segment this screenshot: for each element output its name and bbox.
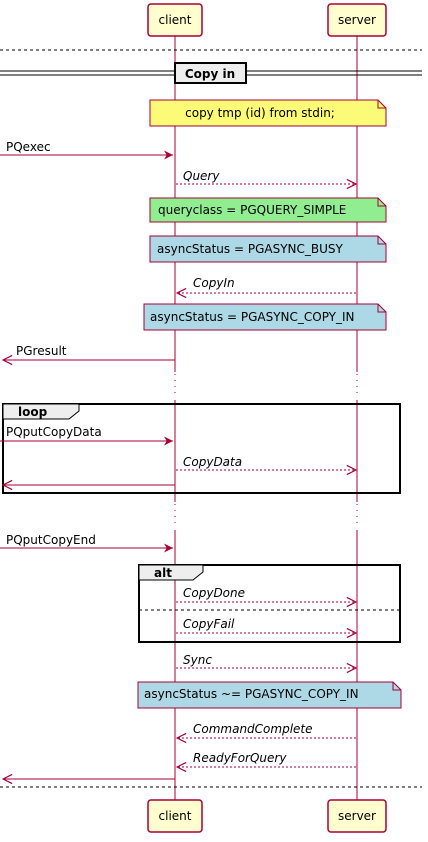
note-copy-sql-text: copy tmp (id) from stdin; xyxy=(185,106,335,120)
message-readyforquery-label: ReadyForQuery xyxy=(193,751,287,765)
participant-server-label: server xyxy=(338,13,376,27)
message-pqputcopydata-label: PQputCopyData xyxy=(6,425,102,439)
message-pgresult: PGresult xyxy=(3,344,175,360)
message-pqputcopyend: PQputCopyEnd xyxy=(0,533,173,553)
note-async-busy-text: asyncStatus = PGASYNC_BUSY xyxy=(157,242,344,256)
participant-client-top: client xyxy=(147,3,203,37)
message-copydata: CopyData xyxy=(176,455,356,470)
message-commandcomplete-label: CommandComplete xyxy=(193,722,313,736)
participant-server-top: server xyxy=(327,3,387,37)
fragment-loop: loop xyxy=(2,403,401,494)
message-sync: Sync xyxy=(176,653,356,668)
participant-client-bottom: client xyxy=(147,799,203,833)
message-pqexec: PQexec xyxy=(0,140,173,160)
message-pqputcopyend-label: PQputCopyEnd xyxy=(6,533,96,547)
note-copy-sql: copy tmp (id) from stdin; xyxy=(149,99,387,127)
fragment-alt-label: alt xyxy=(154,566,172,580)
message-copyfail-label: CopyFail xyxy=(183,617,235,631)
message-copyin: CopyIn xyxy=(177,276,356,293)
participant-client-label: client xyxy=(159,13,192,27)
message-query: Query xyxy=(176,169,356,184)
fragment-loop-label: loop xyxy=(18,405,48,419)
message-copydone: CopyDone xyxy=(176,586,356,602)
note-async-not-copy-in: asyncStatus ~= PGASYNC_COPY_IN xyxy=(137,681,402,709)
note-queryclass: queryclass = PGQUERY_SIMPLE xyxy=(149,197,387,223)
message-sync-label: Sync xyxy=(183,653,212,667)
message-copydone-label: CopyDone xyxy=(183,586,245,600)
message-pgresult-label: PGresult xyxy=(16,344,67,358)
message-pqexec-label: PQexec xyxy=(6,140,51,154)
message-copyin-label: CopyIn xyxy=(193,276,235,290)
participant-server-label-bottom: server xyxy=(338,809,376,823)
message-readyforquery: ReadyForQuery xyxy=(177,751,356,767)
section-title: Copy in xyxy=(185,67,235,81)
note-queryclass-text: queryclass = PGQUERY_SIMPLE xyxy=(158,203,346,217)
note-async-copy-in: asyncStatus = PGASYNC_COPY_IN xyxy=(143,303,387,331)
message-commandcomplete: CommandComplete xyxy=(177,722,356,738)
participant-client-label-bottom: client xyxy=(159,809,192,823)
message-query-label: Query xyxy=(183,169,220,183)
note-async-busy: asyncStatus = PGASYNC_BUSY xyxy=(149,235,387,263)
fragment-alt: alt xyxy=(138,564,401,643)
message-copydata-label: CopyData xyxy=(183,455,242,469)
section-divider: Copy in xyxy=(0,62,422,84)
message-copyfail: CopyFail xyxy=(176,617,356,633)
participant-server-bottom: server xyxy=(327,799,387,833)
message-pqputcopydata: PQputCopyData xyxy=(0,425,173,446)
note-async-copy-in-text: asyncStatus = PGASYNC_COPY_IN xyxy=(150,310,355,324)
note-async-not-copy-in-text: asyncStatus ~= PGASYNC_COPY_IN xyxy=(144,687,359,701)
